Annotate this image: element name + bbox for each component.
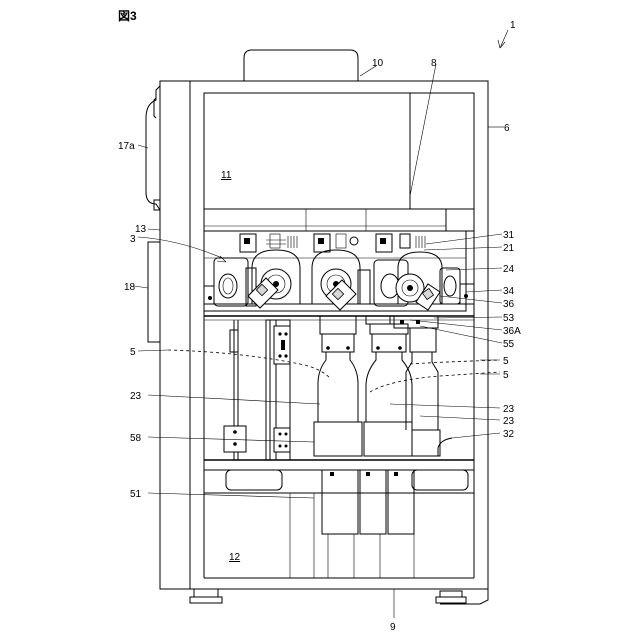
ref-1: 1	[510, 20, 516, 31]
ref-31: 31	[503, 230, 515, 241]
pump-unit-3	[374, 234, 474, 310]
ref-34: 34	[503, 286, 515, 297]
ref-23-right-a: 23	[503, 404, 515, 415]
ref-36a: 36A	[503, 326, 521, 337]
ref-3: 3	[130, 234, 136, 245]
ref-55: 55	[503, 339, 515, 350]
tube-routes	[168, 350, 500, 392]
ref-18: 18	[124, 282, 136, 293]
pump-unit-2	[312, 234, 370, 310]
pump-row	[204, 231, 474, 328]
ref-6: 6	[504, 123, 510, 134]
ref-24: 24	[503, 264, 515, 275]
ref-5-left: 5	[130, 347, 136, 358]
valve-block-58	[224, 426, 290, 452]
ref-53: 53	[503, 313, 515, 324]
cabinet-shell	[160, 50, 488, 604]
ref-32: 32	[503, 429, 515, 440]
bottle-3	[406, 328, 440, 456]
upper-chute-assembly	[204, 93, 474, 231]
ref-51: 51	[130, 489, 142, 500]
side-panel	[148, 242, 160, 342]
bottle-2	[364, 324, 412, 456]
ref-23-right-b: 23	[503, 416, 515, 427]
ref-23-left: 23	[130, 391, 142, 402]
ref-36: 36	[503, 299, 515, 310]
bottle-1	[314, 316, 362, 456]
ref-11: 11	[221, 170, 232, 181]
ref-17a: 17a	[118, 141, 135, 152]
ref-10: 10	[372, 58, 384, 69]
pump-unit-1	[204, 234, 300, 308]
ref-8: 8	[431, 58, 437, 69]
ref-12: 12	[229, 552, 241, 563]
cabinet-feet	[190, 589, 466, 603]
figure-title: 図3	[118, 9, 137, 23]
ref-13: 13	[135, 224, 147, 235]
side-handle	[146, 86, 160, 210]
ref-5-right-b: 5	[503, 370, 509, 381]
ref-21: 21	[503, 243, 515, 254]
ref-58: 58	[130, 433, 142, 444]
ref-9: 9	[390, 622, 396, 633]
ref-5-right-a: 5	[503, 356, 509, 367]
drawer-tray	[204, 460, 474, 578]
